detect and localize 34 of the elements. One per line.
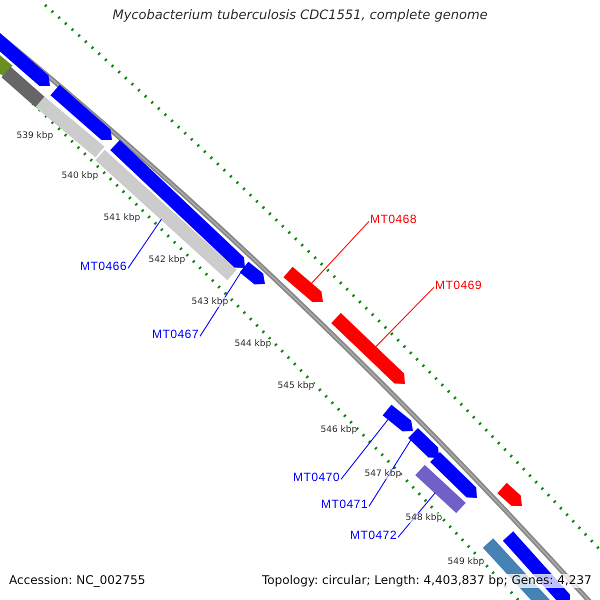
leader-line xyxy=(128,218,162,269)
scale-label: 544 kbp xyxy=(234,339,272,350)
scale-label: 547 kbp xyxy=(364,469,402,480)
gene-label: MT0468 xyxy=(370,213,418,227)
gene-feature xyxy=(240,262,265,284)
scale-label: 546 kbp xyxy=(320,425,358,436)
gene-label: MT0466 xyxy=(80,260,128,274)
gene-label: MT0470 xyxy=(293,471,340,485)
map-title: Mycobacterium tuberculosis CDC1551, complete genome xyxy=(112,9,488,24)
gene-label: MT0469 xyxy=(435,279,482,293)
gene-label: MT0471 xyxy=(321,498,368,512)
gene-feature xyxy=(382,404,413,432)
genome-stats-label: Topology: circular; Length: 4,403,837 bp; Genes: 4,237 xyxy=(262,574,592,588)
gene-feature xyxy=(283,266,323,302)
leader-line xyxy=(340,418,389,480)
gene-label: MT0467 xyxy=(152,328,200,342)
leader-line xyxy=(398,492,436,538)
gene-feature xyxy=(331,312,405,384)
accession-label: Accession: NC_002755 xyxy=(9,574,146,588)
scale-label: 541 kbp xyxy=(104,213,140,224)
leader-line xyxy=(375,286,434,348)
scale-label: 543 kbp xyxy=(192,297,228,308)
gene-label: MT0472 xyxy=(350,529,398,543)
scale-label: 548 kbp xyxy=(406,513,442,524)
scale-label: 549 kbp xyxy=(448,557,484,568)
scale-label: 545 kbp xyxy=(278,381,314,392)
scale-label: 542 kbp xyxy=(148,255,186,266)
gene-feature xyxy=(415,464,466,514)
scale-label: 540 kbp xyxy=(62,171,98,182)
leader-line xyxy=(310,220,370,284)
gene-feature xyxy=(408,428,439,458)
leader-line xyxy=(368,439,412,507)
leader-line xyxy=(200,272,242,337)
scale-label: 539 kbp xyxy=(16,131,54,142)
